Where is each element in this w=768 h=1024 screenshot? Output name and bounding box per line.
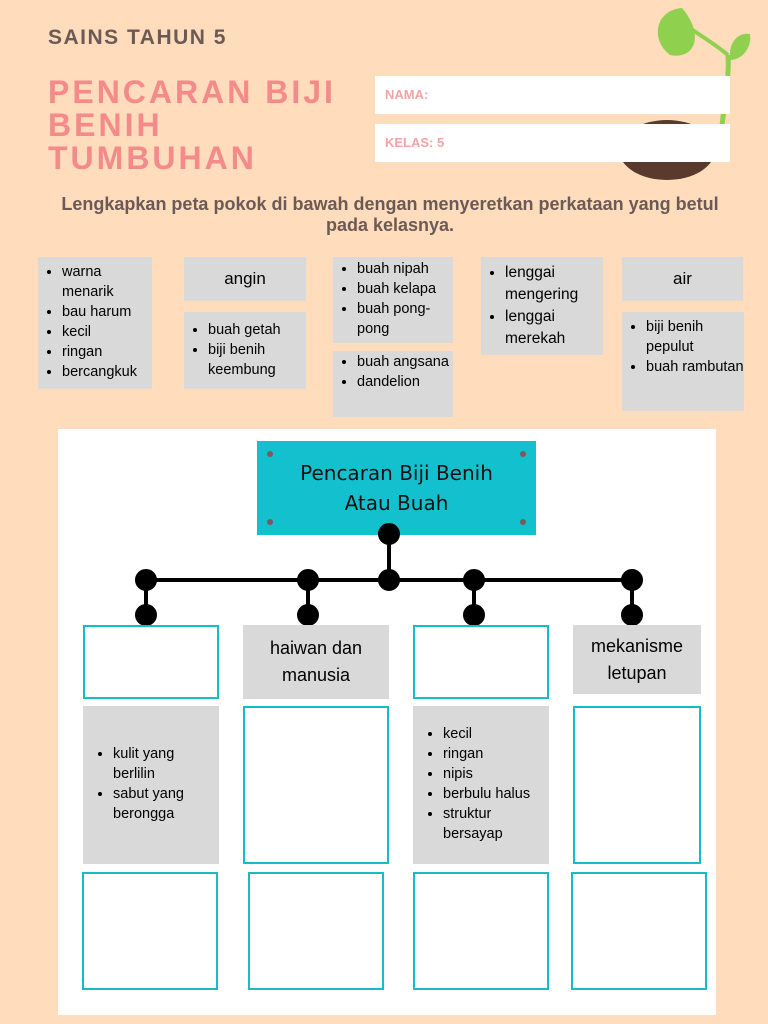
card-item: kecil [62,322,152,342]
drop-zone-agent-3[interactable] [413,625,549,699]
word-card[interactable]: lenggai mengering lenggai merekah [481,257,603,355]
card-item: buah kelapa [357,279,453,299]
card-item: bercangkuk [62,362,152,382]
pin-icon [267,519,273,525]
features-box-1: kulit yang berlilin sabut yang berongga [83,706,219,864]
word-card[interactable]: air [622,257,743,301]
node-dot [378,569,400,591]
drop-zone-features-2[interactable] [243,706,389,864]
node-dot [621,604,643,626]
feature-item: kecil [443,724,549,744]
card-item: buah angsana [357,352,453,372]
feature-item: kulit yang berlilin [113,744,219,784]
drop-zone-agent-1[interactable] [83,625,219,699]
word-card[interactable]: biji benih pepulut buah rambutan [622,312,744,411]
word-card[interactable]: warna menarik bau harum kecil ringan ber… [38,257,152,389]
card-item: lenggai mengering [505,262,603,306]
agent-label: mekanisme letupan [590,635,684,683]
node-dot [463,604,485,626]
feature-item: nipis [443,764,549,784]
card-item: biji benih keembung [208,340,306,380]
card-item: warna menarik [62,262,152,302]
card-item: buah pong-pong [357,299,453,339]
pin-icon [520,451,526,457]
card-item: buah rambutan [646,357,744,377]
drop-zone-examples-4[interactable] [571,872,707,990]
node-dot [135,604,157,626]
instruction-text: Lengkapkan peta pokok di bawah dengan me… [61,194,719,235]
feature-item: sabut yang berongga [113,784,219,824]
drop-zone-examples-3[interactable] [413,872,549,990]
card-item: biji benih pepulut [646,317,744,357]
agent-box-2: haiwan dan manusia [243,625,389,699]
node-dot [297,604,319,626]
subject-label: SAINS TAHUN 5 [48,26,227,49]
word-card[interactable]: buah nipah buah kelapa buah pong-pong [333,257,453,343]
word-card[interactable]: buah angsana dandelion [333,351,453,417]
card-item: lenggai merekah [505,306,603,350]
card-item: dandelion [357,372,453,392]
drop-zone-features-4[interactable] [573,706,701,864]
feature-item: berbulu halus [443,784,549,804]
agent-box-4: mekanisme letupan [573,625,701,694]
node-dot [135,569,157,591]
pin-icon [267,451,273,457]
nama-field[interactable]: NAMA: [375,76,730,114]
feature-item: struktur bersayap [443,804,549,844]
kelas-field[interactable]: KELAS: 5 [375,124,730,162]
feature-item: ringan [443,744,549,764]
card-text: air [673,269,692,288]
node-dot [297,569,319,591]
card-item: buah nipah [357,259,453,279]
card-text: angin [224,269,266,288]
tree-root-label: Pencaran Biji Benih Atau Buah [300,461,493,515]
tree-connectors [135,523,643,626]
card-item: ringan [62,342,152,362]
node-dot [378,523,400,545]
word-card[interactable]: buah getah biji benih keembung [184,312,306,389]
page-title: PENCARAN BIJI BENIH TUMBUHAN [48,74,336,176]
features-box-3: kecil ringan nipis berbulu halus struktu… [413,706,549,864]
node-dot [463,569,485,591]
pin-icon [520,519,526,525]
agent-label: haiwan dan manusia [269,638,363,685]
word-card[interactable]: angin [184,257,306,301]
tree-root-box: Pencaran Biji Benih Atau Buah [257,441,536,535]
card-item: buah getah [208,320,306,340]
drop-zone-examples-2[interactable] [248,872,384,990]
node-dot [621,569,643,591]
drop-zone-examples-1[interactable] [82,872,218,990]
card-item: bau harum [62,302,152,322]
